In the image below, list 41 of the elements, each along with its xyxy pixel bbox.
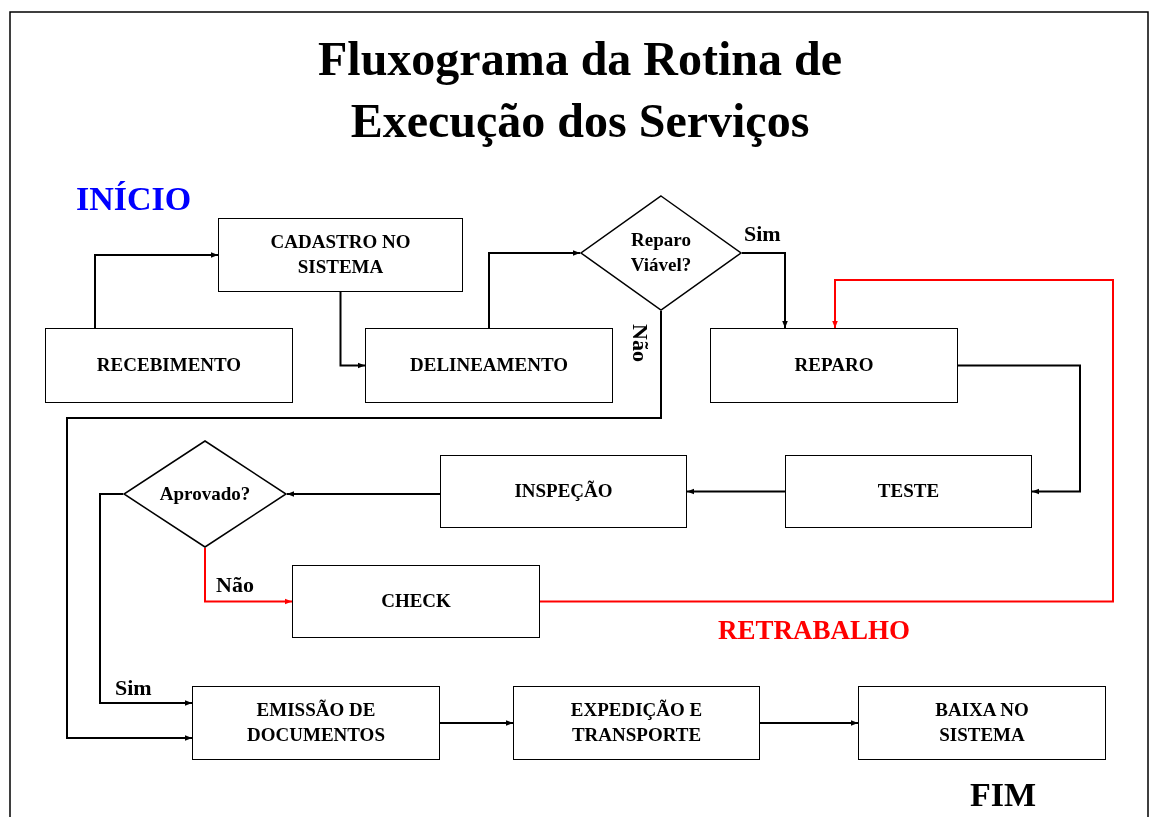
node-label: RECEBIMENTO bbox=[96, 353, 242, 378]
process-box bbox=[45, 328, 293, 403]
node-label: CHECK bbox=[381, 589, 451, 614]
node-label: Reparo Viável? bbox=[629, 228, 693, 277]
node-label: BAIXA NO SISTEMA bbox=[934, 698, 1030, 747]
node-label: EMISSÃO DE DOCUMENTOS bbox=[246, 698, 386, 747]
arrow bbox=[957, 364, 1081, 495]
node-label: TESTE bbox=[877, 479, 940, 504]
arrow bbox=[539, 279, 1114, 603]
diagram-title: Fluxograma da Rotina de Execução dos Serviços bbox=[317, 31, 843, 150]
process-box bbox=[218, 218, 463, 292]
node-label: DELINEAMENTO bbox=[410, 353, 568, 378]
process-box bbox=[513, 686, 760, 760]
node-label: Aprovado? bbox=[159, 481, 251, 506]
node-label: INSPEÇÃO bbox=[514, 479, 613, 504]
decision-diamond bbox=[123, 440, 287, 548]
arrow bbox=[686, 488, 786, 495]
arrow bbox=[488, 250, 581, 329]
process-box bbox=[192, 686, 440, 760]
process-box bbox=[440, 455, 687, 528]
decision-diamond bbox=[580, 195, 742, 311]
process-box bbox=[785, 455, 1032, 528]
flow-label: FIM bbox=[970, 776, 1037, 814]
arrow bbox=[99, 493, 193, 706]
flow-label: RETRABALHO bbox=[718, 615, 911, 646]
flow-label: INÍCIO bbox=[76, 180, 192, 218]
process-box bbox=[710, 328, 958, 403]
arrow bbox=[66, 310, 662, 741]
arrow bbox=[439, 720, 514, 726]
process-box bbox=[365, 328, 613, 403]
node-label: EXPEDIÇÃO E TRANSPORTE bbox=[569, 698, 704, 747]
node-label: REPARO bbox=[794, 353, 874, 378]
arrow bbox=[94, 252, 219, 329]
process-box bbox=[292, 565, 540, 638]
node-label: CADASTRO NO SISTEMA bbox=[269, 230, 412, 279]
arrow bbox=[286, 491, 441, 497]
process-box bbox=[858, 686, 1106, 760]
arrow bbox=[759, 720, 859, 726]
arrow bbox=[741, 252, 788, 329]
arrow bbox=[204, 547, 293, 605]
arrow bbox=[339, 291, 366, 369]
